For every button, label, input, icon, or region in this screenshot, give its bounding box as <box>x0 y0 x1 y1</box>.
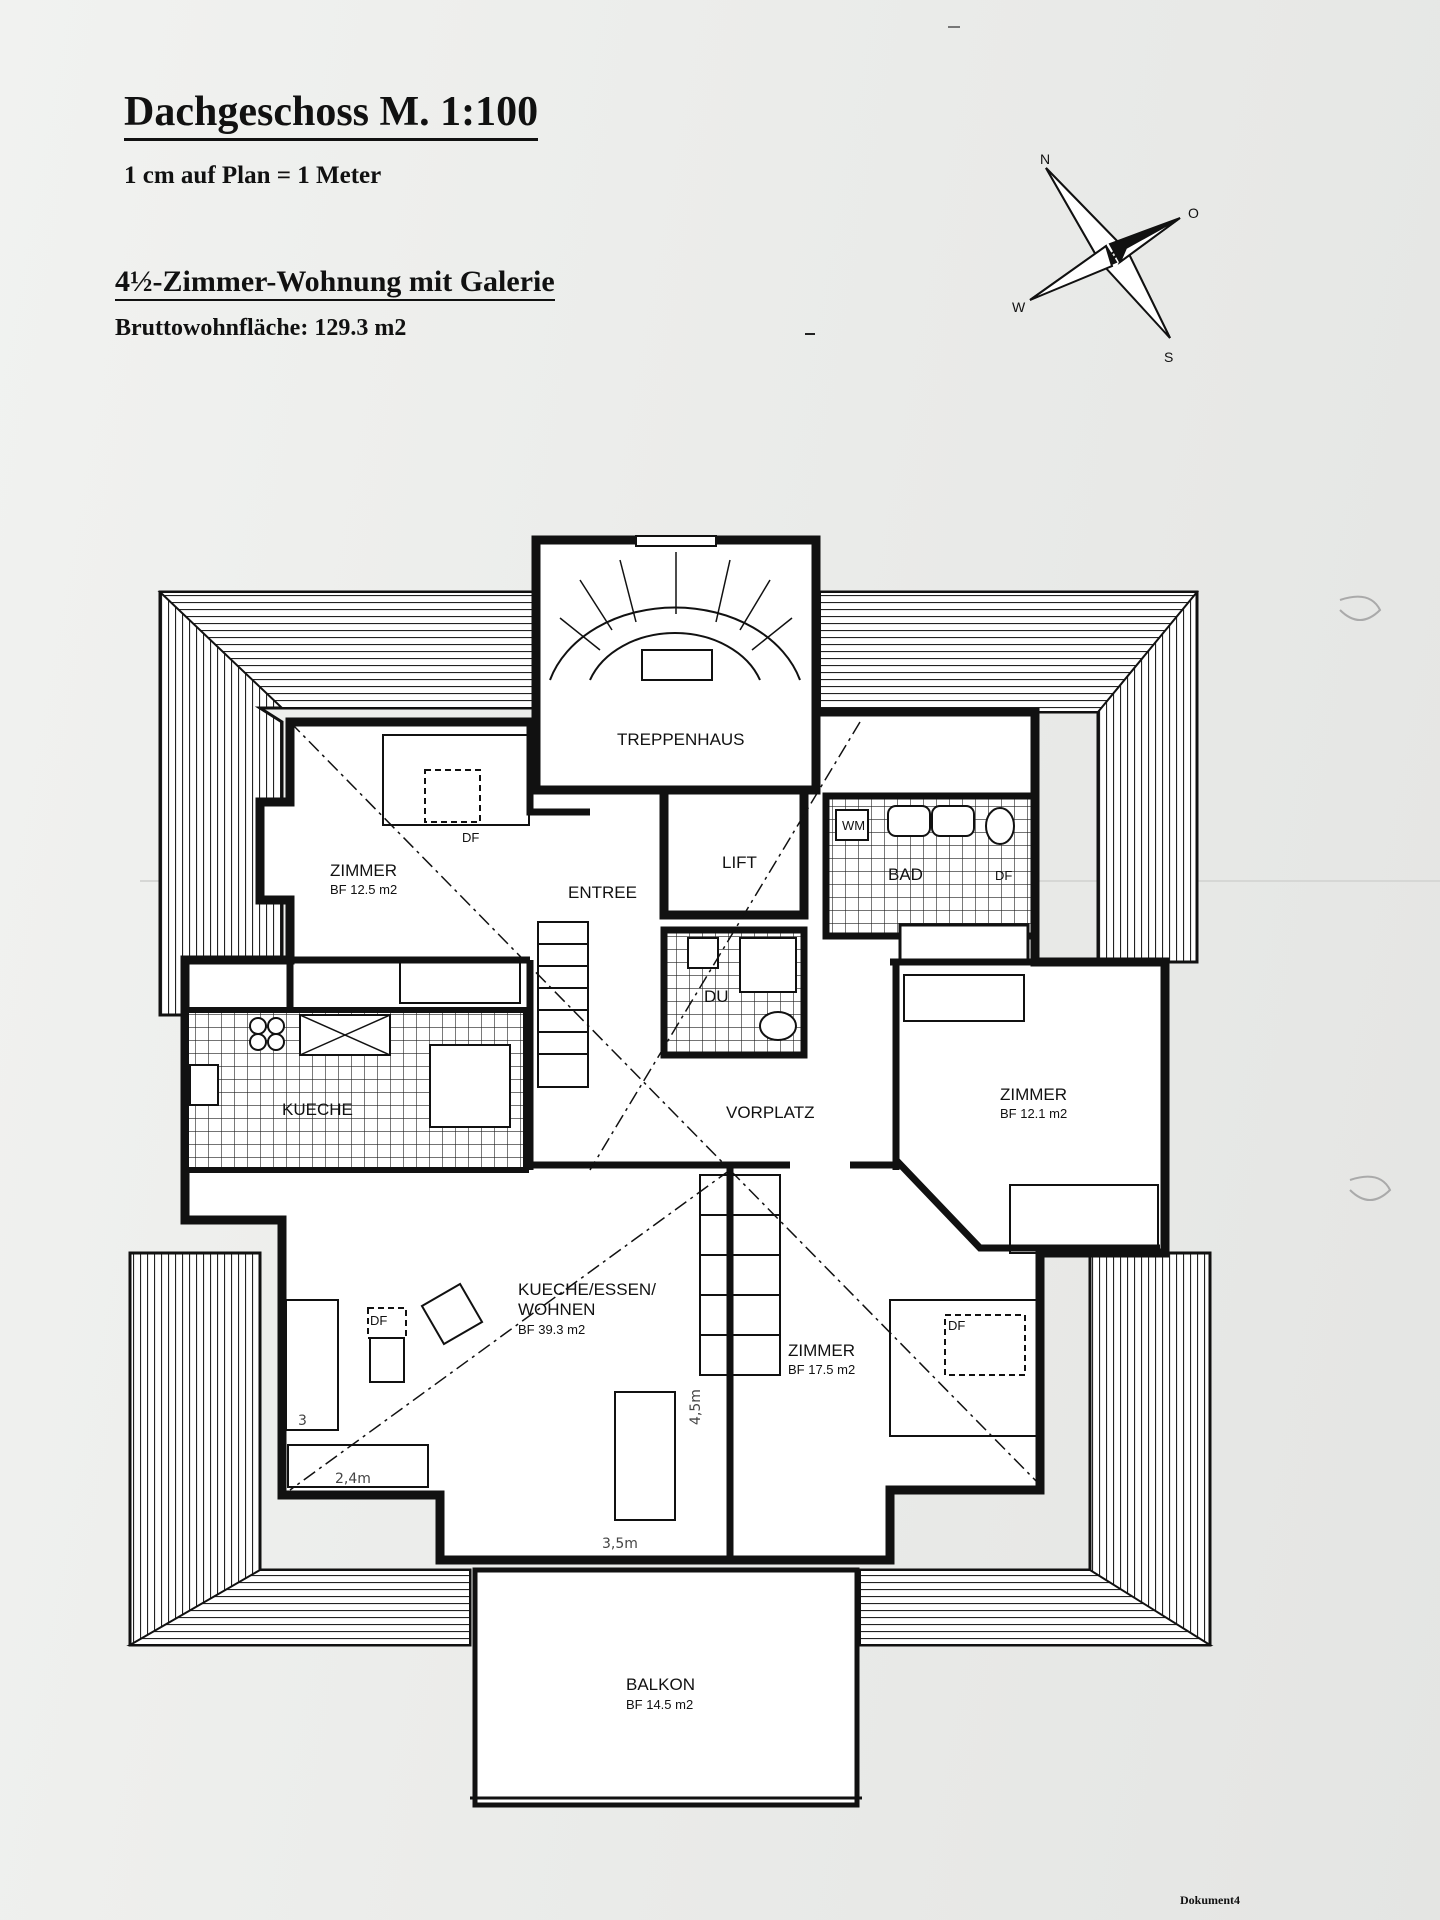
cabinet-cross-2 <box>299 1014 391 1056</box>
room-zimmer-e-area: BF 12.1 m2 <box>1000 1106 1067 1121</box>
toilet-icon <box>985 807 1015 845</box>
armchair-icon <box>369 1337 405 1383</box>
bed-icon-s <box>889 1299 1039 1437</box>
ceiling-void-lines <box>289 721 1041 1491</box>
label-df-living: DF <box>370 1313 387 1328</box>
stove-icon-2 <box>267 1017 285 1035</box>
kitchen-island <box>429 1044 511 1128</box>
label-df-s: DF <box>948 1318 965 1333</box>
gallery-stair <box>537 921 589 1088</box>
desk-icon <box>382 734 530 826</box>
room-zimmer-e: ZIMMER <box>1000 1085 1067 1104</box>
room-vorplatz: VORPLATZ <box>726 1103 814 1122</box>
shower-tray-icon <box>739 937 797 993</box>
label-wm: WM <box>842 818 865 833</box>
sink-icon-2 <box>931 805 975 837</box>
toilet-icon-du <box>759 1011 797 1041</box>
label-df-bad: DF <box>995 868 1012 883</box>
document-name: Dokument4 <box>1180 1893 1241 1907</box>
room-zimmer-nw-area: BF 12.5 m2 <box>330 882 397 897</box>
room-du: DU <box>704 987 729 1006</box>
scale-note: 1 cm auf Plan = 1 Meter <box>124 162 382 189</box>
stairwell <box>531 535 821 795</box>
stair-to-gallery <box>699 1174 781 1376</box>
kitchen-sink-icon <box>189 1064 219 1106</box>
sink-icon <box>887 805 931 837</box>
dining-table-icon <box>614 1391 676 1521</box>
compass-n: N <box>1040 151 1050 167</box>
hole-punch-bottom <box>1349 1175 1392 1201</box>
page-title: Dachgeschoss M. 1:100 <box>124 88 539 141</box>
room-wohnen-line1: KUECHE/ESSEN/ <box>518 1280 656 1299</box>
room-wohnen-area: BF 39.3 m2 <box>518 1322 585 1337</box>
sideboard-icon <box>287 1444 429 1488</box>
skylight-icon-s <box>944 1314 1026 1376</box>
pencil-mark <box>948 26 960 28</box>
interior-walls <box>286 722 1160 1560</box>
label-df-nw: DF <box>462 830 479 845</box>
bathtub-icon <box>898 923 1030 965</box>
stray-dash <box>805 333 815 335</box>
wardrobe-icon <box>399 957 521 1004</box>
balcony <box>472 1567 860 1808</box>
compass-w: W <box>1012 299 1026 315</box>
lift-shaft <box>659 785 809 920</box>
room-wohnen-line2: WOHNEN <box>518 1300 595 1319</box>
stove-icon-4 <box>267 1033 285 1051</box>
skylight-icon-living <box>367 1307 407 1339</box>
room-treppenhaus: TREPPENHAUS <box>617 730 745 749</box>
hole-punch-top <box>1339 595 1382 621</box>
room-lift: LIFT <box>722 853 757 872</box>
lounge-chair-icon <box>420 1282 484 1346</box>
gross-area: Bruttowohnfläche: 129.3 m2 <box>115 315 407 341</box>
room-balkon-area: BF 14.5 m2 <box>626 1697 693 1712</box>
basin-icon <box>687 937 719 969</box>
room-zimmer-s-area: BF 17.5 m2 <box>788 1362 855 1377</box>
handwritten-width-2: 3,5m <box>602 1536 638 1552</box>
wardrobe-icon-e <box>903 974 1025 1022</box>
stove-icon <box>249 1017 267 1035</box>
compass-star-icon <box>1029 167 1181 339</box>
sofa-icon <box>285 1299 339 1431</box>
compass-s: S <box>1164 349 1173 365</box>
stove-icon-3 <box>249 1033 267 1051</box>
room-bad: BAD <box>888 865 923 884</box>
unit-title: 4½-Zimmer-Wohnung mit Galerie <box>115 265 555 301</box>
compass-o: O <box>1188 205 1199 221</box>
bed-icon-e <box>1009 1184 1159 1254</box>
room-entree: ENTREE <box>568 883 637 902</box>
handwritten-width-1: 2,4m <box>335 1471 371 1487</box>
roof-hatching <box>126 590 1214 1647</box>
room-zimmer-s: ZIMMER <box>788 1341 855 1360</box>
room-kueche: KUECHE <box>282 1100 353 1119</box>
handwritten-number: 3 <box>298 1413 307 1429</box>
handwritten-width-3: 4,5m <box>688 1389 704 1425</box>
skylight-icon-nw <box>424 769 481 823</box>
washing-machine-icon <box>835 809 869 841</box>
room-balkon: BALKON <box>626 1675 695 1694</box>
room-zimmer-nw: ZIMMER <box>330 861 397 880</box>
